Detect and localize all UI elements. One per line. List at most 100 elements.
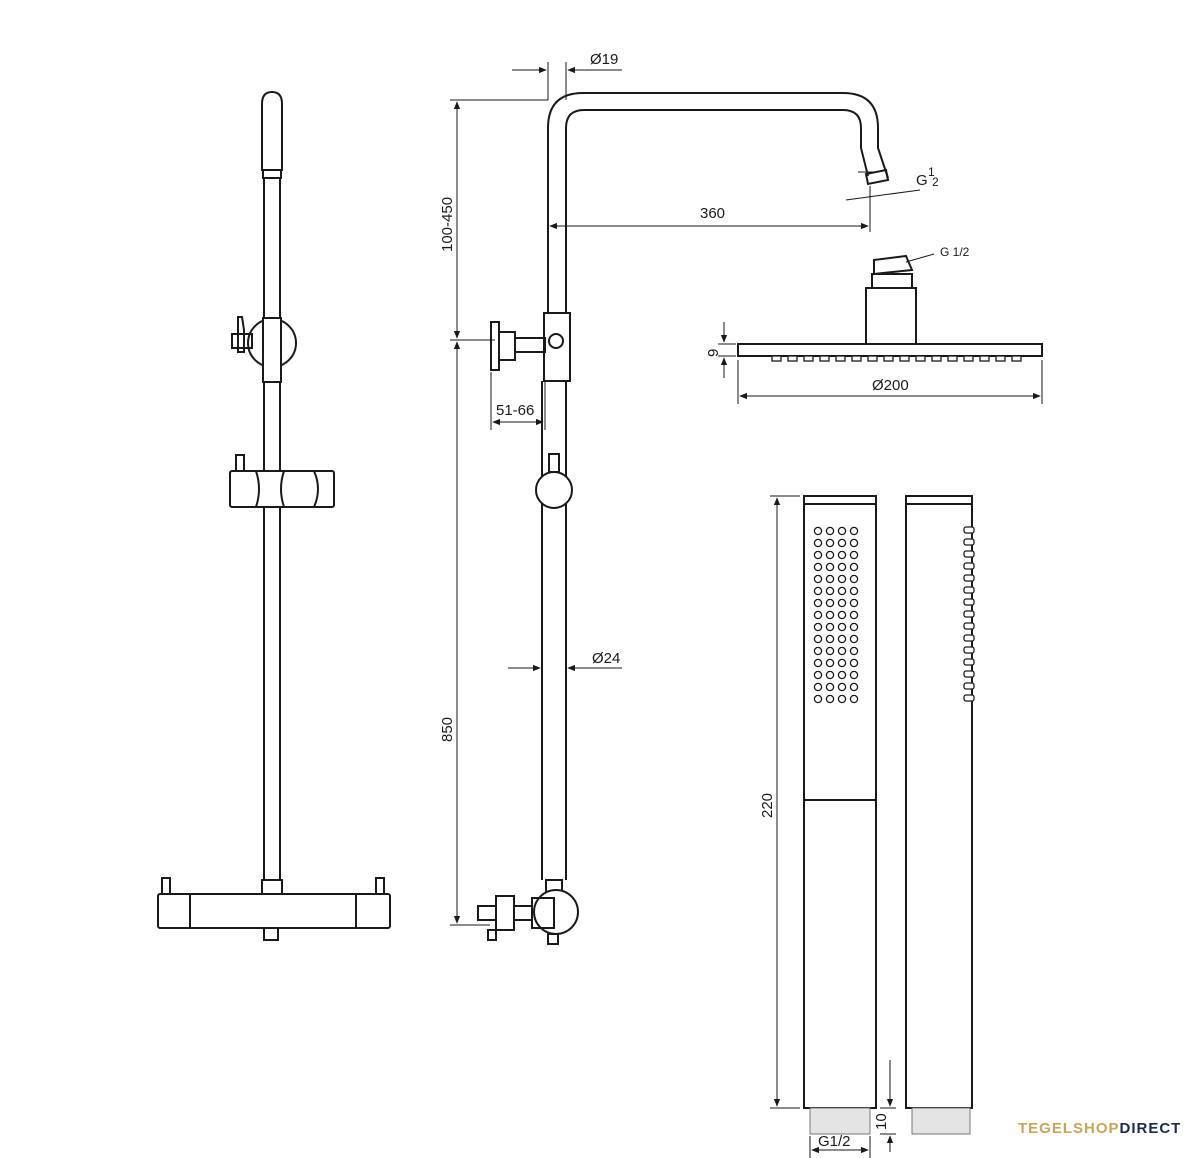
hand-nozzle <box>825 598 835 608</box>
hand-nozzle <box>849 562 859 572</box>
hand-nozzle <box>825 538 835 548</box>
hand-nozzle <box>837 646 847 656</box>
hand-nozzle <box>825 574 835 584</box>
label-g-half-den: 2 <box>932 175 939 189</box>
hand-shower <box>770 495 975 1158</box>
hand-nozzle <box>813 526 823 536</box>
hand-nozzle <box>837 634 847 644</box>
label-g-half-num: 1 <box>928 165 935 179</box>
hand-nozzle <box>837 562 847 572</box>
hand-nozzle <box>837 538 847 548</box>
hand-nozzle <box>849 622 859 632</box>
hand-nozzle <box>837 550 847 560</box>
hand-nozzle <box>813 538 823 548</box>
side-nozzle <box>963 526 975 534</box>
head-nozzle <box>931 355 942 362</box>
head-nozzle <box>899 355 910 362</box>
brand-part1: TEGELSHOP <box>1018 1120 1120 1137</box>
hand-nozzle <box>837 694 847 704</box>
side-nozzle <box>963 634 975 642</box>
side-nozzle <box>963 646 975 654</box>
hand-nozzle <box>849 538 859 548</box>
head-shower <box>718 253 1043 404</box>
label-wall-offset: 51-66 <box>496 402 534 419</box>
label-pipe-dia: Ø24 <box>592 650 620 667</box>
label-head-diameter: Ø200 <box>872 377 909 394</box>
hand-nozzle <box>837 670 847 680</box>
hand-nozzle <box>849 682 859 692</box>
hand-nozzle <box>813 550 823 560</box>
side-nozzle <box>963 574 975 582</box>
brand-part2: DIRECT <box>1119 1120 1182 1137</box>
side-nozzle <box>963 658 975 666</box>
hand-nozzle <box>825 658 835 668</box>
hand-nozzle <box>825 694 835 704</box>
hand-nozzle <box>813 646 823 656</box>
head-nozzle <box>787 355 798 362</box>
hand-nozzle <box>825 562 835 572</box>
head-nozzle <box>851 355 862 362</box>
side-nozzle <box>963 550 975 558</box>
hand-nozzle <box>825 610 835 620</box>
hand-nozzle <box>813 574 823 584</box>
head-nozzle <box>819 355 830 362</box>
label-hand-thread: G1/2 <box>818 1133 851 1150</box>
head-nozzle <box>963 355 974 362</box>
side-nozzle <box>963 682 975 690</box>
label-head-thickness: 9 <box>705 349 722 357</box>
hand-nozzle <box>849 610 859 620</box>
hand-nozzle <box>849 634 859 644</box>
label-pipe-top-dia: Ø19 <box>590 51 618 68</box>
hand-nozzle <box>813 610 823 620</box>
head-nozzle <box>803 355 814 362</box>
label-hand-length: 220 <box>759 793 776 818</box>
hand-nozzle <box>825 586 835 596</box>
hand-nozzle <box>813 586 823 596</box>
hand-nozzle <box>837 526 847 536</box>
front-view <box>157 90 391 941</box>
dimension-labels: Ø19 360 100-450 G 1 2 G 1/2 9 Ø200 51-66… <box>439 51 970 1150</box>
hand-nozzle <box>825 634 835 644</box>
head-nozzle <box>915 355 926 362</box>
hand-nozzle <box>813 634 823 644</box>
side-nozzle <box>963 538 975 546</box>
label-total-height: 850 <box>439 717 456 742</box>
hand-nozzle <box>825 646 835 656</box>
head-nozzle <box>979 355 990 362</box>
hand-nozzle <box>837 586 847 596</box>
label-thread-length: 10 <box>873 1113 890 1130</box>
label-head-thread: G 1/2 <box>940 245 970 259</box>
hand-nozzle <box>849 658 859 668</box>
hand-nozzle <box>837 658 847 668</box>
hand-nozzle <box>813 622 823 632</box>
side-nozzle <box>963 610 975 618</box>
side-view <box>450 62 921 945</box>
head-nozzle <box>835 355 846 362</box>
hand-nozzle <box>849 586 859 596</box>
label-arm-length: 360 <box>700 205 725 222</box>
head-nozzle <box>771 355 782 362</box>
hand-nozzle <box>837 574 847 584</box>
hand-nozzle <box>849 598 859 608</box>
side-nozzle <box>963 622 975 630</box>
head-nozzle <box>883 355 894 362</box>
hand-nozzle <box>837 682 847 692</box>
hand-nozzle <box>849 574 859 584</box>
side-nozzle <box>963 670 975 678</box>
hand-nozzle <box>813 658 823 668</box>
hand-nozzle <box>813 694 823 704</box>
side-nozzle <box>963 586 975 594</box>
side-nozzle <box>963 598 975 606</box>
head-nozzle <box>1011 355 1022 362</box>
side-nozzle <box>963 694 975 702</box>
side-nozzle <box>963 562 975 570</box>
hand-nozzle <box>849 550 859 560</box>
hand-nozzle <box>825 670 835 680</box>
hand-nozzle <box>849 646 859 656</box>
label-g-half-top: G <box>916 172 928 189</box>
hand-nozzle <box>813 598 823 608</box>
head-nozzle <box>947 355 958 362</box>
hand-nozzle <box>849 694 859 704</box>
brand-logo: TEGELSHOPDIRECT <box>1018 1120 1181 1137</box>
